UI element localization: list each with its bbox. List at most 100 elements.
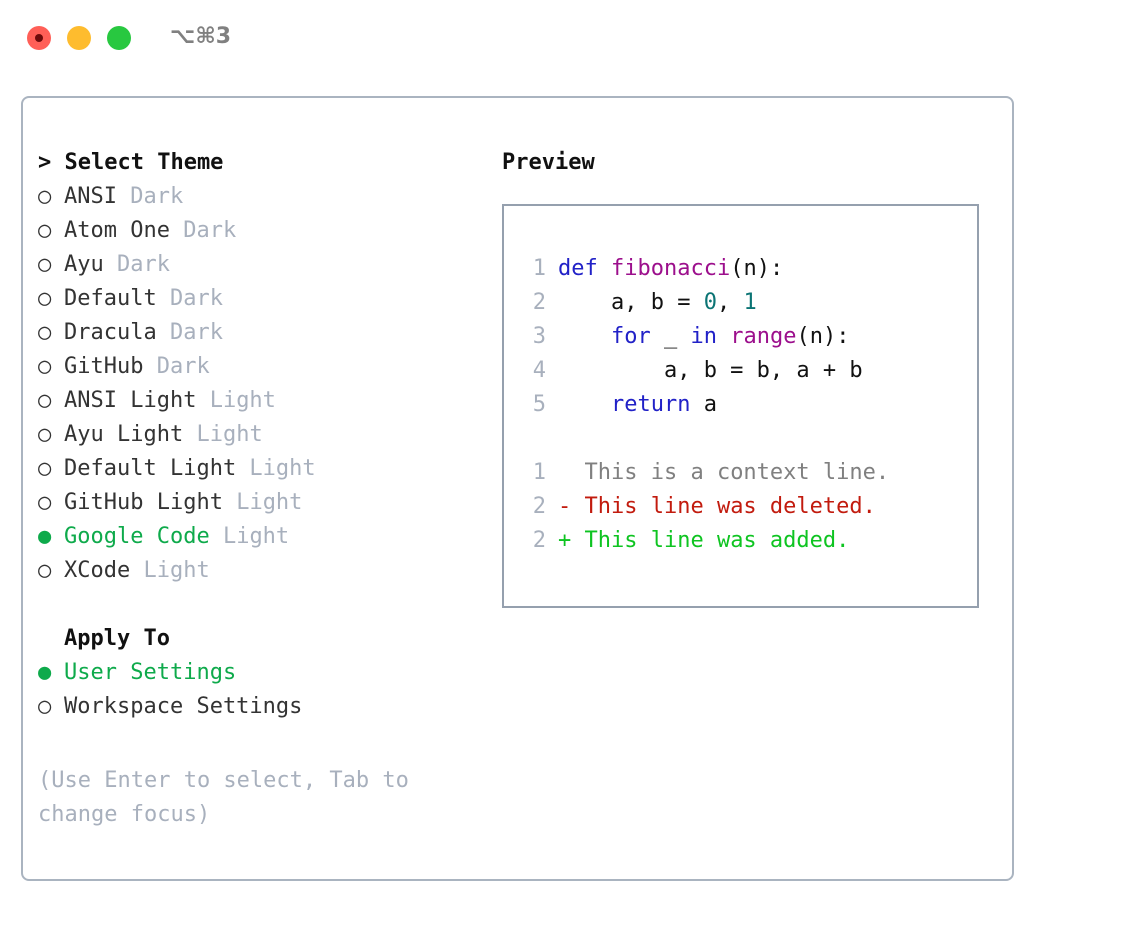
code-token: def [558, 256, 611, 281]
recording-indicator-icon [35, 34, 43, 42]
diff-marker: + [558, 528, 572, 553]
diff-marker [558, 460, 571, 485]
window-title: ⌥⌘3 [170, 24, 232, 49]
radio-unselected-icon: ○ [38, 388, 52, 413]
theme-option-label: Ayu [64, 252, 104, 277]
theme-option-label: Dracula [64, 320, 157, 345]
maximize-window-button[interactable] [107, 26, 131, 50]
theme-option[interactable]: ○XCode Light [38, 554, 478, 588]
theme-option[interactable]: ○Default Dark [38, 282, 478, 316]
code-token: 1 [743, 290, 757, 315]
minimize-window-button[interactable] [67, 26, 91, 50]
code-token: fibonacci [610, 256, 731, 281]
line-number: 4 [532, 358, 546, 383]
line-number: 1 [532, 256, 546, 281]
code-token: (n): [796, 324, 850, 349]
line-number: 2 [532, 528, 546, 553]
radio-unselected-icon: ○ [38, 354, 52, 379]
theme-option-label: ANSI [64, 184, 117, 209]
apply-to-list[interactable]: ● User Settings ○ Workspace Settings [38, 656, 478, 724]
theme-option[interactable]: ○ Ayu Light Light [38, 418, 478, 452]
diff-line: 1 This is a context line. [518, 456, 968, 490]
theme-option-label: Default Light [64, 456, 237, 481]
theme-option[interactable]: ● Google Code Light [38, 520, 478, 554]
close-window-button[interactable] [27, 26, 51, 50]
radio-selected-icon: ● [38, 524, 52, 549]
theme-option[interactable]: ○ Dracula Dark [38, 316, 478, 350]
radio-unselected-icon: ○ [38, 694, 52, 719]
theme-option-tag: Light [209, 524, 290, 549]
main-panel: > Select Theme ○ANSI Dark○Atom One Dark○… [21, 96, 1014, 881]
code-line: 5 return a [518, 388, 968, 422]
code-token: range [730, 324, 797, 349]
theme-option-label: GitHub [64, 354, 144, 379]
theme-option[interactable]: ○ ANSI Light Light [38, 384, 478, 418]
code-token: 0 [703, 290, 717, 315]
apply-to-option[interactable]: ● User Settings [38, 656, 478, 690]
diff-block: 1 This is a context line.2- This line wa… [518, 456, 968, 558]
theme-option[interactable]: ○ ANSI Dark [38, 180, 478, 214]
theme-option-label: ANSI Light [64, 388, 197, 413]
theme-picker-header: > Select Theme [38, 150, 224, 175]
preview-section: Preview [502, 146, 1002, 180]
radio-unselected-icon: ○ [38, 184, 52, 209]
theme-option-tag: Light [130, 558, 210, 583]
diff-text: This line was deleted. [571, 494, 876, 519]
theme-option-label: Atom One [64, 218, 170, 243]
code-line: 4 a, b = b, a + b [518, 354, 968, 388]
line-number: 2 [532, 494, 546, 519]
line-number: 2 [532, 290, 546, 315]
theme-option[interactable]: ○ GitHub Light Light [38, 486, 478, 520]
radio-selected-icon: ● [38, 660, 52, 685]
theme-option-tag: Dark [156, 320, 223, 345]
theme-option-tag: Light [222, 490, 303, 515]
line-number: 3 [532, 324, 546, 349]
diff-line: 2+ This line was added. [518, 524, 968, 558]
theme-option-tag: Dark [103, 252, 170, 277]
theme-option[interactable]: ○ Atom One Dark [38, 214, 478, 248]
code-token: a, b = [558, 290, 704, 315]
code-token: in [690, 324, 731, 349]
theme-list[interactable]: ○ANSI Dark○Atom One Dark○Ayu Dark○Defaul… [38, 180, 478, 588]
code-token: a [703, 392, 717, 417]
titlebar: ⌥⌘3 [0, 0, 1140, 78]
apply-to-option[interactable]: ○ Workspace Settings [38, 690, 478, 724]
preview-title: Preview [502, 150, 595, 175]
code-token: , [716, 290, 744, 315]
apply-to-header: Apply To [64, 626, 170, 651]
theme-option[interactable]: ○ Ayu Dark [38, 248, 478, 282]
apply-to-option-label: User Settings [64, 660, 237, 685]
radio-unselected-icon: ○ [38, 218, 52, 243]
radio-unselected-icon: ○ [38, 456, 52, 481]
theme-option[interactable]: ○ GitHub Dark [38, 350, 478, 384]
theme-option-tag: Light [236, 456, 316, 481]
radio-unselected-icon: ○ [38, 422, 52, 447]
radio-unselected-icon: ○ [38, 490, 52, 515]
radio-unselected-icon: ○ [38, 252, 52, 277]
spacer [518, 422, 968, 456]
line-number: 1 [532, 460, 546, 485]
theme-option-label: Google Code [64, 524, 210, 549]
diff-line: 2- This line was deleted. [518, 490, 968, 524]
theme-option-tag: Light [196, 388, 276, 413]
theme-option-label: GitHub Light [64, 490, 223, 515]
apply-to-option-label: Workspace Settings [64, 694, 303, 719]
theme-picker: > Select Theme ○ANSI Dark○Atom One Dark○… [38, 146, 478, 724]
theme-option-tag: Dark [143, 354, 210, 379]
line-number: 5 [532, 392, 546, 417]
radio-unselected-icon: ○ [38, 320, 52, 345]
code-token: _ [663, 324, 691, 349]
theme-option-label: Ayu Light [64, 422, 184, 447]
theme-option-tag: Dark [169, 218, 237, 243]
code-line: 2 a, b = 0, 1 [518, 286, 968, 320]
theme-option-tag: Dark [116, 184, 184, 209]
radio-unselected-icon: ○ [38, 286, 52, 311]
theme-option[interactable]: ○ Default Light Light [38, 452, 478, 486]
theme-option-tag: Light [183, 422, 263, 447]
diff-text: This is a context line. [571, 460, 890, 485]
